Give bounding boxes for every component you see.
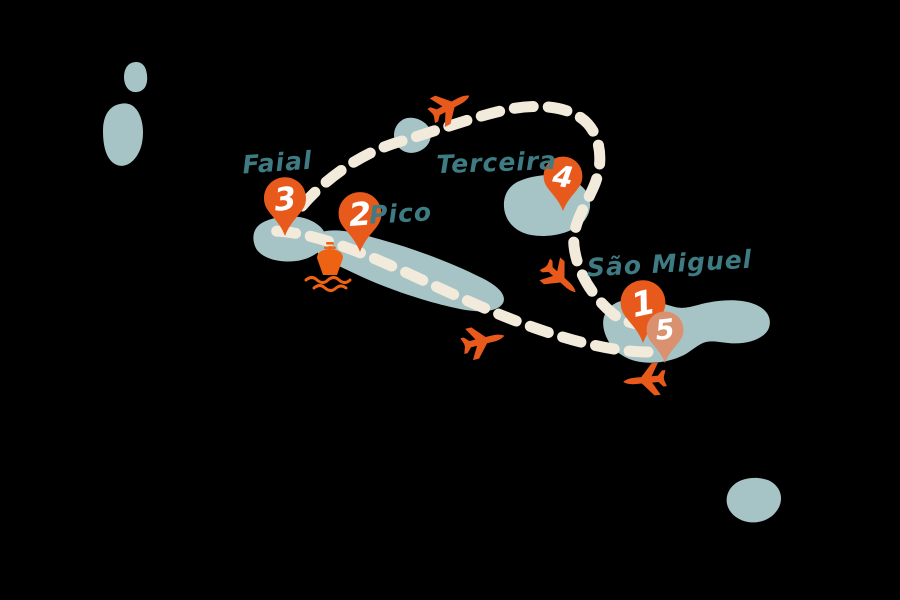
boat-hull <box>317 249 343 275</box>
island-northwest-small <box>124 62 148 93</box>
routes-layer <box>266 101 654 358</box>
boat-wave-line <box>312 284 348 292</box>
pin-number: 2 <box>348 195 373 234</box>
island-faial <box>253 216 327 262</box>
map-pin-3[interactable]: 3 <box>264 177 306 236</box>
route-dashed-return <box>266 225 654 358</box>
pin-number: 5 <box>654 312 677 347</box>
map-pin-5[interactable]: 5 <box>646 311 684 363</box>
airplane-icon <box>458 320 509 362</box>
route-dashed-outbound <box>296 101 644 330</box>
island-label-pico: Pico <box>368 197 432 229</box>
boat-rigging-bar <box>326 242 334 245</box>
pins-layer: 3 2 4 1 5 <box>264 156 684 363</box>
island-label-faial: Faial <box>241 146 313 180</box>
island-labels-layer: Faial Pico Terceira São Miguel <box>241 146 752 283</box>
pin-number: 3 <box>272 181 298 219</box>
island-label-terceira: Terceira <box>436 146 558 179</box>
airplane-icon <box>621 362 668 398</box>
map-pin-4[interactable]: 4 <box>543 156 583 211</box>
ferry-boat-icon <box>304 242 352 292</box>
pin-number: 4 <box>550 158 576 195</box>
island-label-sao-miguel: São Miguel <box>586 245 753 283</box>
map-pin-2[interactable]: 2 <box>338 192 382 252</box>
island-northwest-large <box>103 103 143 166</box>
island-southeast-small <box>726 477 782 523</box>
boat-wave-line <box>304 276 352 284</box>
